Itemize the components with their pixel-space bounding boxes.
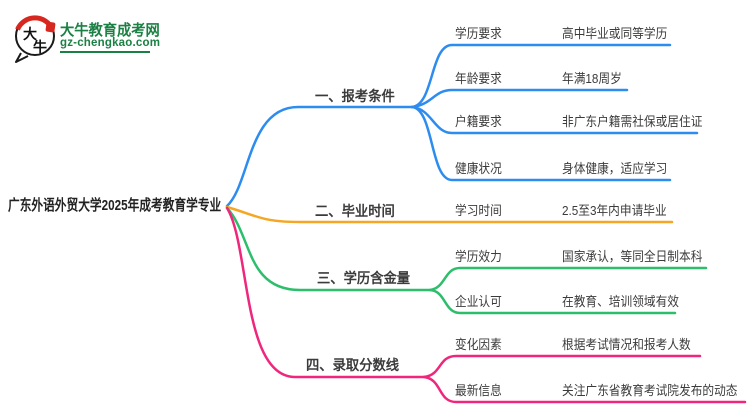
sub-node-value: 根据考试情况和报考人数 bbox=[562, 337, 691, 352]
branch-1-lines bbox=[225, 43, 699, 208]
sub-node-label: 变化因素 bbox=[455, 337, 502, 352]
logo-char-1: 大 bbox=[23, 26, 37, 42]
sub-node-label: 学习时间 bbox=[455, 203, 502, 218]
branch-2-label: 二、毕业时间 bbox=[315, 203, 395, 219]
sub-node-value: 关注广东省教育考试院发布的动态 bbox=[562, 383, 738, 398]
sub-node-value: 2.5至3年内申请毕业 bbox=[562, 203, 667, 218]
sub-node-value: 年满18周岁 bbox=[562, 71, 622, 86]
sub-node-label: 学历要求 bbox=[455, 26, 502, 41]
sub-node-value: 在教育、培训领域有效 bbox=[562, 294, 680, 309]
sub-node-label: 户籍要求 bbox=[455, 114, 502, 129]
sub-node-value: 非广东户籍需社保或居住证 bbox=[562, 114, 703, 129]
branch-3-lines bbox=[225, 206, 708, 315]
sub-node-label: 最新信息 bbox=[455, 383, 502, 398]
sub-node-value: 身体健康，适应学习 bbox=[562, 161, 668, 176]
sub-node-value: 高中毕业或同等学历 bbox=[562, 26, 668, 41]
branch-4-label: 四、录取分数线 bbox=[306, 357, 400, 373]
site-url: gz-chengkao.com bbox=[60, 37, 161, 49]
branch-1-label: 一、报考条件 bbox=[315, 88, 395, 104]
sub-node-label: 学历效力 bbox=[455, 249, 502, 264]
site-name: 大牛教育成考网 bbox=[60, 22, 160, 39]
sub-node-label: 健康状况 bbox=[455, 161, 502, 176]
logo-underline bbox=[60, 51, 150, 53]
logo-char-2: 牛 bbox=[33, 39, 47, 55]
logo-bull-icon: 大 牛 bbox=[15, 15, 56, 63]
branch-3-label: 三、学历含金量 bbox=[317, 270, 411, 286]
central-topic: 广东外语外贸大学2025年成考教育学专业 bbox=[8, 197, 222, 214]
sub-node-label: 年龄要求 bbox=[455, 71, 502, 86]
sub-node-label: 企业认可 bbox=[455, 294, 502, 309]
branch-2-lines bbox=[225, 205, 674, 224]
sub-node-value: 国家承认，等同全日制本科 bbox=[562, 249, 703, 264]
branch-4-lines bbox=[225, 206, 747, 404]
